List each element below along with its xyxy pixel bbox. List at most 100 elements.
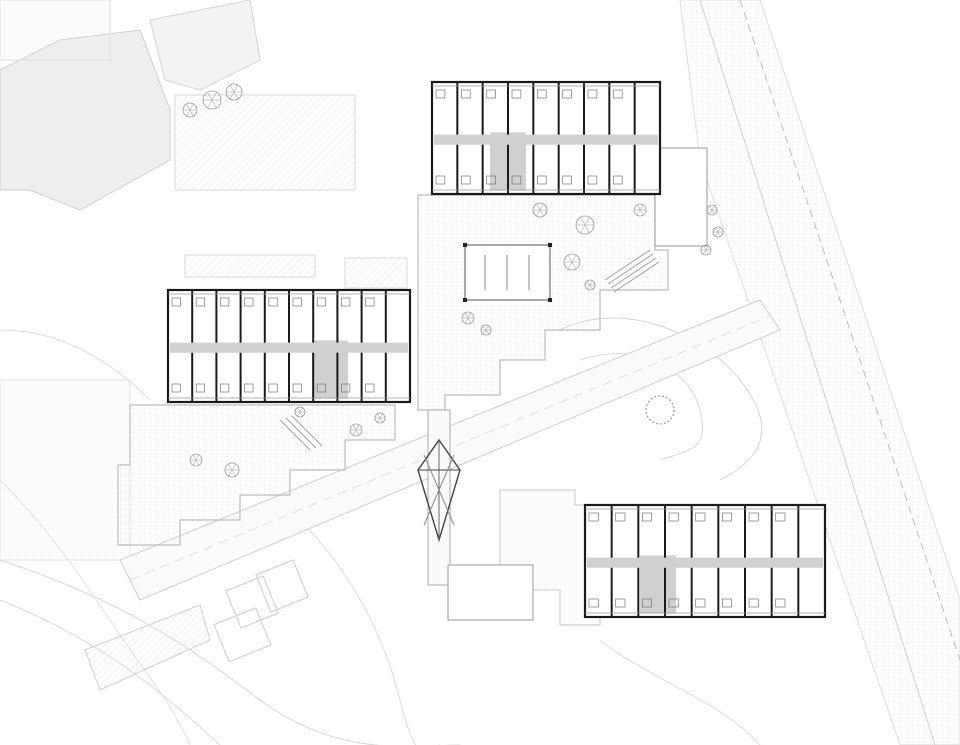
tree-branch — [715, 227, 719, 233]
tree-icon — [706, 204, 718, 216]
tree-branch — [587, 284, 591, 290]
tree-icon — [584, 279, 596, 291]
bathroom — [615, 598, 626, 608]
tree-branch — [485, 329, 489, 335]
bathroom — [641, 512, 653, 522]
tree-icon — [461, 311, 475, 325]
corridor — [434, 134, 658, 145]
tree-branch — [233, 84, 239, 93]
paved-field — [679, 0, 960, 745]
tree-branch — [567, 254, 573, 263]
contour-line — [299, 519, 440, 745]
bathroom — [195, 383, 206, 393]
tree-branch — [211, 99, 217, 108]
road-edge — [699, 0, 936, 745]
pavilion-column — [548, 298, 552, 302]
bathroom — [641, 598, 653, 608]
tree-branch — [584, 217, 590, 226]
tree-branch — [195, 459, 200, 466]
bathroom — [775, 598, 786, 608]
bathroom — [341, 297, 351, 307]
tree-icon — [480, 324, 492, 336]
bathroom — [268, 383, 278, 393]
bathroom — [748, 598, 759, 608]
tree-icon — [563, 253, 581, 271]
tree-branch — [571, 261, 577, 270]
tree-branch — [539, 209, 544, 217]
small-building — [255, 559, 309, 613]
tree-icon — [712, 226, 724, 238]
bathroom — [365, 297, 375, 307]
tree-branch — [299, 411, 303, 417]
tree-branch — [377, 413, 381, 419]
tree-branch — [207, 92, 213, 101]
tree-branch — [536, 203, 541, 211]
tree-icon — [224, 462, 240, 478]
tree-branch — [379, 417, 383, 423]
contour-line — [559, 317, 763, 481]
pavilion-column — [463, 243, 467, 247]
bridge — [417, 409, 461, 586]
planting — [182, 83, 724, 478]
tree-icon — [575, 215, 595, 235]
bathroom — [615, 512, 626, 522]
bathroom — [292, 383, 302, 393]
bathroom — [775, 512, 786, 522]
tree-branch — [195, 454, 200, 461]
tree-branch — [485, 325, 489, 331]
tree-branch — [297, 407, 301, 413]
tree-branch — [467, 317, 472, 324]
bathroom — [268, 297, 278, 307]
tree-branch — [211, 92, 217, 101]
stair — [279, 415, 323, 451]
corridor — [170, 342, 408, 353]
bathroom — [587, 89, 598, 99]
bathroom — [588, 598, 599, 608]
tree-branch — [189, 109, 194, 117]
bathroom — [220, 297, 230, 307]
tree-branch — [229, 84, 235, 93]
tree-branch — [567, 261, 573, 270]
tree-branch — [703, 245, 707, 251]
tree-branch — [464, 317, 469, 324]
tree-icon — [189, 453, 203, 467]
neighbour-building-annex — [149, 0, 261, 91]
bathroom — [460, 175, 471, 185]
tree-icon — [225, 83, 243, 101]
bathroom — [244, 297, 254, 307]
bathroom — [171, 383, 181, 393]
bathroom — [587, 175, 598, 185]
bathroom — [668, 598, 679, 608]
bathroom — [612, 89, 623, 99]
contour-line — [0, 479, 191, 745]
tree-icon — [633, 203, 647, 217]
bathroom — [668, 512, 679, 522]
tree-branch — [231, 469, 236, 477]
tree-branch — [709, 205, 713, 211]
paved-field — [0, 379, 131, 561]
pavilion-column — [548, 243, 552, 247]
small-building — [213, 607, 272, 663]
landscape-terraces — [117, 147, 708, 626]
bathroom — [612, 175, 623, 185]
tree-branch — [636, 204, 641, 211]
bathroom — [511, 89, 522, 99]
bathroom — [365, 383, 375, 393]
bathroom — [171, 297, 181, 307]
annex-block — [654, 147, 708, 247]
contour-line — [0, 329, 151, 401]
parking-shed — [447, 564, 534, 621]
tree-branch — [589, 280, 593, 286]
wing-north — [430, 80, 662, 196]
tree-branch — [705, 245, 709, 251]
bathroom — [341, 383, 351, 393]
stair — [604, 249, 660, 293]
contour-line — [599, 639, 761, 745]
tree-branch — [464, 312, 469, 319]
tree-branch — [231, 463, 236, 471]
bathroom — [460, 89, 471, 99]
tree-branch — [192, 454, 197, 461]
tree-branch — [584, 224, 590, 233]
bathroom — [748, 512, 759, 522]
garden-strip — [184, 254, 316, 278]
